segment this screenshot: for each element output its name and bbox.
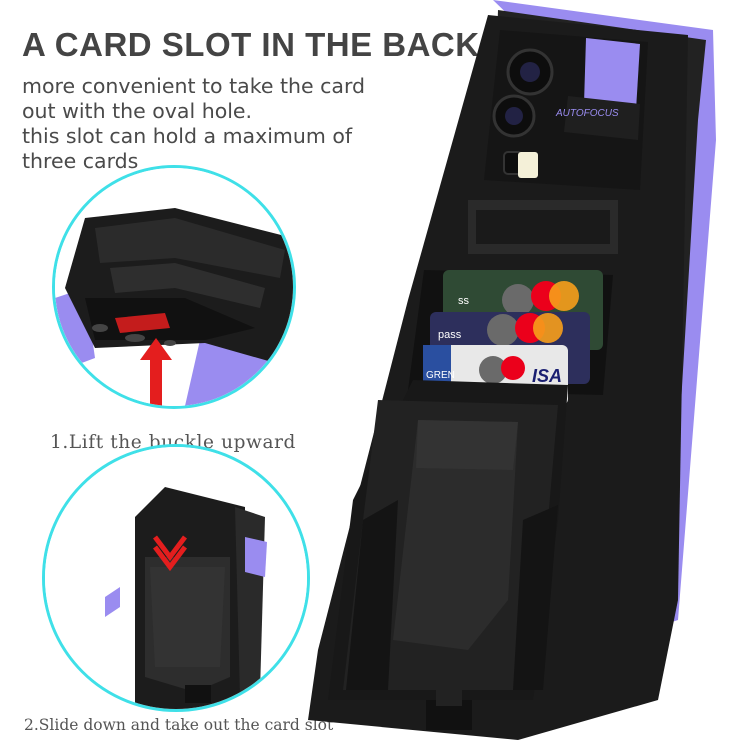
svg-text:ISA: ISA [532,366,562,386]
description-line-1: more convenient to take the card [22,74,366,98]
svg-text:ss: ss [458,295,470,307]
svg-text:pass: pass [438,329,462,341]
description-line-2: out with the oval hole. [22,99,253,123]
description-line-4: three cards [22,149,139,173]
red-up-arrow-icon [140,338,172,406]
buckle-closeup-image [55,168,293,406]
description: more convenient to take the card out wit… [22,74,365,174]
autofocus-label: AUTOFOCUS [555,108,619,119]
slide-closeup-image [45,447,307,709]
step-2-label: 2.Slide down and take out the card slot [24,716,334,734]
headline: A CARD SLOT IN THE BACK [22,26,480,63]
svg-text:GREN: GREN [426,370,455,381]
red-chevron-icon [153,535,187,572]
step-1-label: 1.Lift the buckle upward [50,432,296,453]
phone-case-image: AUTOFOCUS ss pass [268,0,718,750]
detail-circle-buckle [52,165,296,409]
detail-circle-slide [42,444,310,712]
description-line-3: this slot can hold a maximum of [22,124,353,148]
